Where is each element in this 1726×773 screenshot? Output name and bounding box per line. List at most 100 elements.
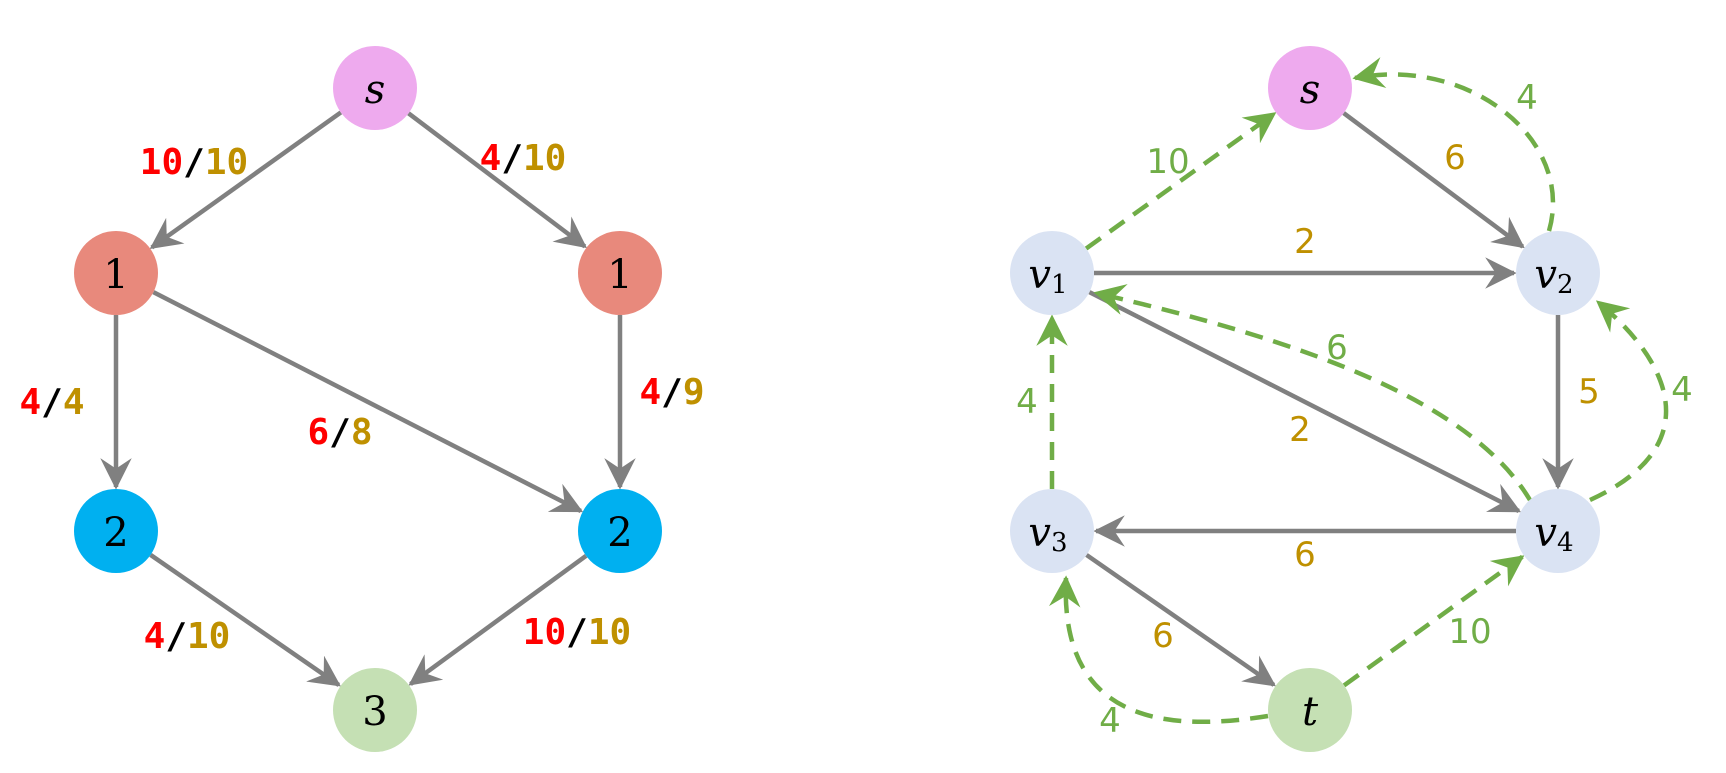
node-circle [74,231,158,315]
residual-capacity-label: 4 [1099,701,1121,741]
capacity-value: 8 [351,412,373,453]
residual-capacity-label: 4 [1016,382,1038,422]
flow-value: 4 [639,372,661,413]
residual-capacity-label: 6 [1326,328,1348,368]
level-edge-label: 4/10 [144,616,231,657]
node-circle [578,489,662,573]
node-label: t [1302,689,1319,735]
flow-value: 4 [144,616,166,657]
residual-node-v1: v1 [1010,231,1094,315]
node-circle [1268,668,1352,752]
residual-edge-t-v3 [1048,575,1269,725]
level-node-s: s [333,46,417,130]
capacity-value: 10 [523,138,566,179]
node-label: 1 [607,252,632,298]
node-main-label: v [1028,510,1051,556]
node-subscript: 1 [1051,270,1068,300]
residual-capacity-label: 10 [1448,612,1491,652]
residual-edge-v2-s [1352,57,1556,232]
capacity-value: 4 [63,382,85,423]
capacity-label: 2 [1294,222,1316,262]
residual-capacity-label: 4 [1516,78,1538,118]
forward-edge-s-v2 [1342,111,1525,249]
level-node-t3: 3 [333,668,417,752]
node-label: s [365,67,386,113]
flow-separator: / [41,382,63,423]
level-edge-a2-t3 [149,553,341,687]
residual-graph-edge-labels: 6 2 2 5 6 6 10 4 6 4 4 10 4 [1016,78,1693,741]
capacity-value: 10 [205,142,248,183]
capacity-label: 6 [1152,616,1174,656]
residual-node-v2: v2 [1516,231,1600,315]
residual-edge-v4-v2 [1589,300,1669,503]
residual-node-t: t [1268,668,1352,752]
residual-edge-v1-s [1084,111,1277,251]
flow-separator: / [165,616,187,657]
flow-value: 10 [523,612,566,653]
flow-separator: / [501,138,523,179]
level-edge-label: 10/10 [140,142,248,183]
node-circle [1268,46,1352,130]
node-main-label: s [1300,67,1321,113]
level-edge-s-a1 [149,110,343,250]
node-circle [333,46,417,130]
flow-value: 6 [307,412,329,453]
flow-value: 10 [140,142,183,183]
node-label: 2 [607,510,632,556]
node-circle [1010,231,1094,315]
capacity-value: 9 [683,372,705,413]
residual-edge-v4-v1 [1093,284,1532,502]
level-edge-b2-t3 [408,553,588,686]
level-edge-s-b1 [407,111,587,249]
node-main-label: v [1534,510,1557,556]
node-subscript: 4 [1557,528,1574,558]
residual-edge-t-v4 [1342,554,1525,688]
node-circle [1516,231,1600,315]
node-label: s [1300,67,1321,113]
node-label: v4 [1534,510,1573,558]
flow-separator: / [661,372,683,413]
residual-capacity-label: 4 [1671,370,1693,410]
level-edge-label: 4/10 [480,138,567,179]
node-circle [333,668,417,752]
node-main-label: v [1534,252,1557,298]
node-circle [578,231,662,315]
level-edge-label: 6/8 [307,412,372,453]
residual-node-s: s [1268,46,1352,130]
capacity-label: 5 [1578,372,1600,412]
level-edge-a1-b2 [152,290,584,513]
flow-separator: / [329,412,351,453]
capacity-value: 10 [187,616,230,657]
residual-graph-edges [1036,57,1669,725]
level-node-b1: 1 [578,231,662,315]
node-circle [74,489,158,573]
level-node-a1: 1 [74,231,158,315]
forward-edge-v1-v4 [1088,290,1522,514]
level-edge-label: 4/9 [639,372,704,413]
flow-value: 4 [19,382,41,423]
node-subscript: 2 [1557,270,1574,300]
node-main-label: v [1028,252,1051,298]
capacity-label: 6 [1294,535,1316,575]
forward-edge-v3-t [1085,553,1277,687]
residual-capacity-label: 10 [1146,142,1189,182]
level-graph-edges [100,110,636,687]
capacity-label: 6 [1444,138,1466,178]
node-label: v3 [1028,510,1067,558]
residual-node-v3: v3 [1010,489,1094,573]
capacity-value: 10 [588,612,631,653]
flow-separator: / [183,142,205,183]
level-edge-label: 4/4 [19,382,84,423]
node-circle [1516,489,1600,573]
capacity-label: 2 [1289,410,1311,450]
flow-separator: / [566,612,588,653]
node-label: v2 [1534,252,1573,300]
node-circle [1010,489,1094,573]
node-label: v1 [1028,252,1067,300]
level-node-b2: 2 [578,489,662,573]
